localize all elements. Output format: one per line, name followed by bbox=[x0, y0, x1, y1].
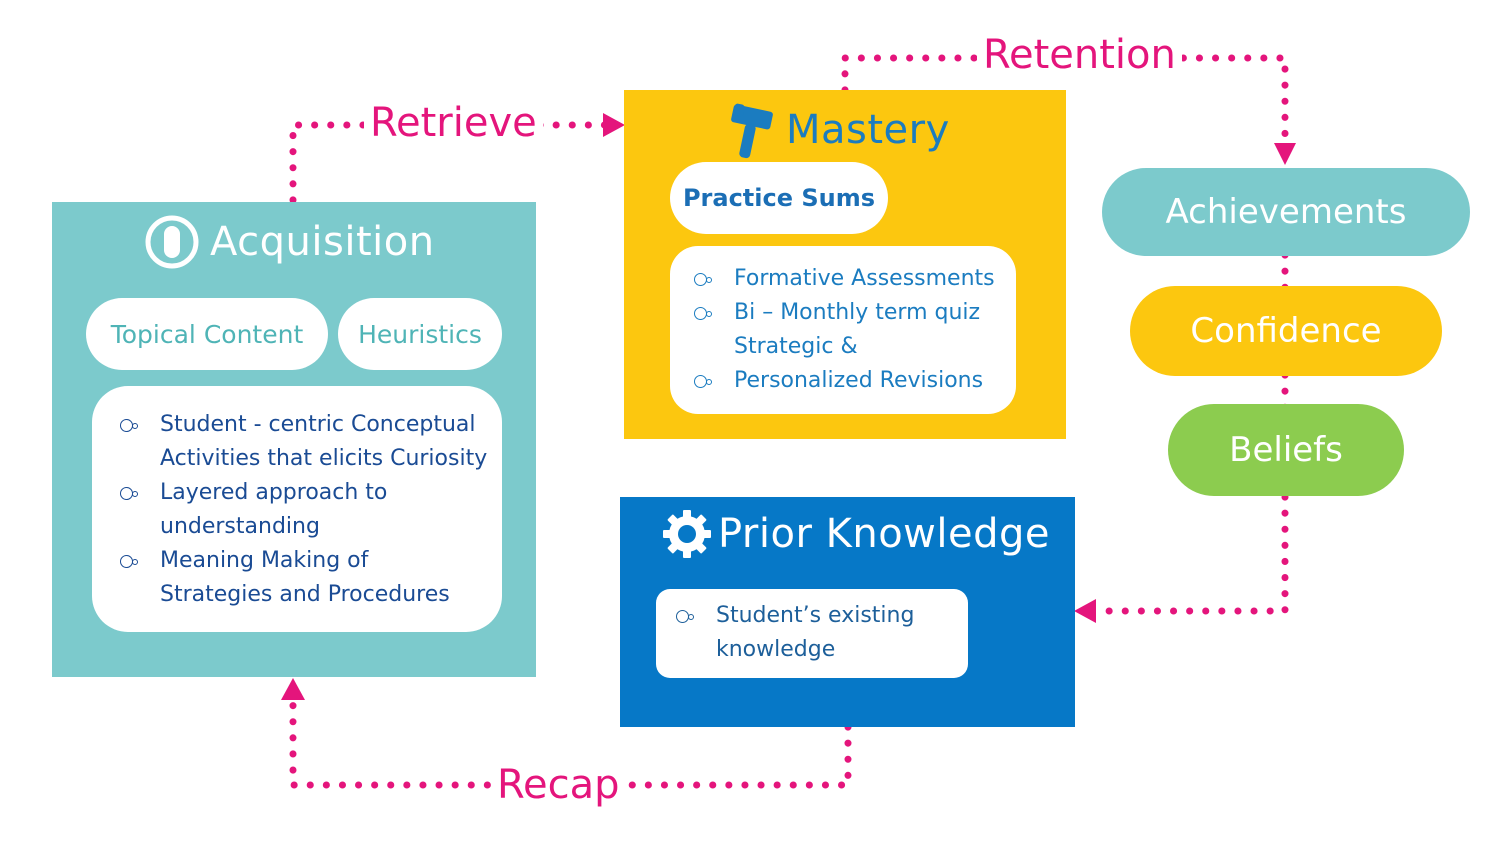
retention-connector bbox=[841, 54, 1289, 156]
recap-arrowhead bbox=[281, 678, 305, 700]
mastery-item: Bi – Monthly term quiz bbox=[692, 296, 995, 330]
achievements-pill: Achievements bbox=[1102, 168, 1470, 256]
retention-label: Retention bbox=[977, 32, 1182, 78]
retrieve-arrowhead bbox=[603, 113, 625, 137]
mastery-header: Mastery bbox=[728, 100, 950, 160]
bullet-icon bbox=[676, 610, 694, 623]
heuristics-pill: Heuristics bbox=[338, 298, 502, 370]
outcomes-connector bbox=[1091, 251, 1289, 615]
beliefs-pill: Beliefs bbox=[1168, 404, 1404, 496]
bullet-icon bbox=[120, 419, 138, 432]
retention-arrowhead bbox=[1274, 143, 1296, 165]
acquisition-box: Acquisition Topical Content Heuristics S… bbox=[52, 202, 536, 677]
mastery-item: Strategic & bbox=[734, 334, 858, 359]
mastery-box: Mastery Practice Sums Formative Assessme… bbox=[624, 90, 1066, 439]
bullet-icon bbox=[694, 307, 712, 320]
bullet-icon bbox=[694, 375, 712, 388]
prior-knowledge-header: Prior Knowledge bbox=[662, 509, 1050, 559]
power-toggle-icon bbox=[145, 215, 199, 269]
bullet-icon bbox=[120, 487, 138, 500]
mastery-item: Formative Assessments bbox=[692, 262, 995, 296]
prior-arrowhead bbox=[1074, 599, 1096, 623]
gear-icon bbox=[663, 510, 711, 558]
prior-knowledge-title: Prior Knowledge bbox=[718, 511, 1050, 557]
retrieve-label: Retrieve bbox=[364, 100, 543, 146]
practice-sums-pill: Practice Sums bbox=[670, 162, 888, 234]
acquisition-title: Acquisition bbox=[210, 219, 435, 265]
mastery-details-card: Formative Assessments Bi – Monthly term … bbox=[670, 246, 1016, 414]
bullet-icon bbox=[120, 555, 138, 568]
recap-label: Recap bbox=[491, 762, 626, 808]
mastery-item: Personalized Revisions bbox=[692, 364, 995, 398]
confidence-pill: Confidence bbox=[1130, 286, 1442, 376]
acquisition-header: Acquisition bbox=[144, 214, 435, 270]
mastery-title: Mastery bbox=[786, 107, 950, 153]
topical-content-pill: Topical Content bbox=[86, 298, 328, 370]
bullet-icon bbox=[694, 273, 712, 286]
hammer-icon bbox=[731, 103, 773, 159]
